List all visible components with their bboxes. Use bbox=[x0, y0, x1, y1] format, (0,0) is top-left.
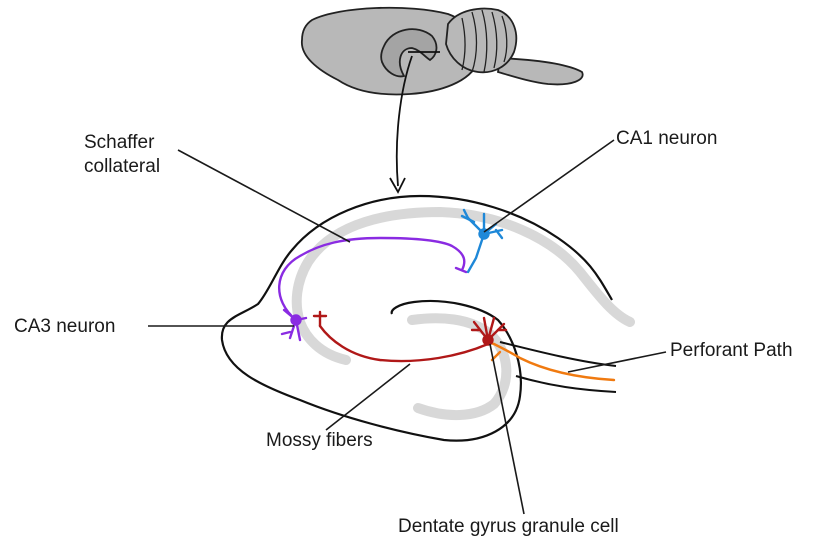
label-schaffer-line1: Schaffer bbox=[84, 132, 155, 153]
hippocampus-section bbox=[222, 196, 630, 441]
mouse-brain-illustration bbox=[302, 8, 583, 95]
dentate-band bbox=[412, 318, 506, 415]
labels: Schaffer collateral CA1 neuron CA3 neuro… bbox=[14, 128, 793, 536]
leader-schaffer bbox=[178, 150, 350, 242]
label-mossy-fibers: Mossy fibers bbox=[266, 430, 373, 451]
leader-ca1 bbox=[484, 140, 614, 232]
label-perforant-path: Perforant Path bbox=[670, 340, 793, 361]
leader-mossy bbox=[326, 364, 410, 430]
ca3-neuron bbox=[279, 238, 466, 340]
label-ca1-neuron: CA1 neuron bbox=[616, 128, 717, 149]
pyramidal-cell-band bbox=[297, 212, 630, 360]
brain-stem bbox=[498, 58, 583, 84]
leader-perforant bbox=[568, 352, 666, 372]
mossy-fiber-terminal bbox=[314, 312, 326, 326]
label-ca3-neuron: CA3 neuron bbox=[14, 316, 115, 337]
label-dentate-gyrus-granule-cell: Dentate gyrus granule cell bbox=[398, 516, 619, 536]
label-schaffer-line2: collateral bbox=[84, 156, 160, 177]
cerebellum bbox=[446, 9, 516, 73]
